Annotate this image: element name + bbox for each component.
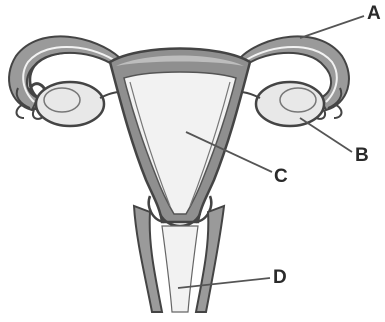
callout-b: B [355,146,369,165]
vagina-left-wall [134,206,162,312]
leader-line-b [300,118,352,152]
leader-line-a [300,16,364,38]
callout-a: A [367,4,381,23]
vagina-canal [162,226,198,312]
callout-c: C [274,167,288,186]
callout-d: D [273,268,287,287]
